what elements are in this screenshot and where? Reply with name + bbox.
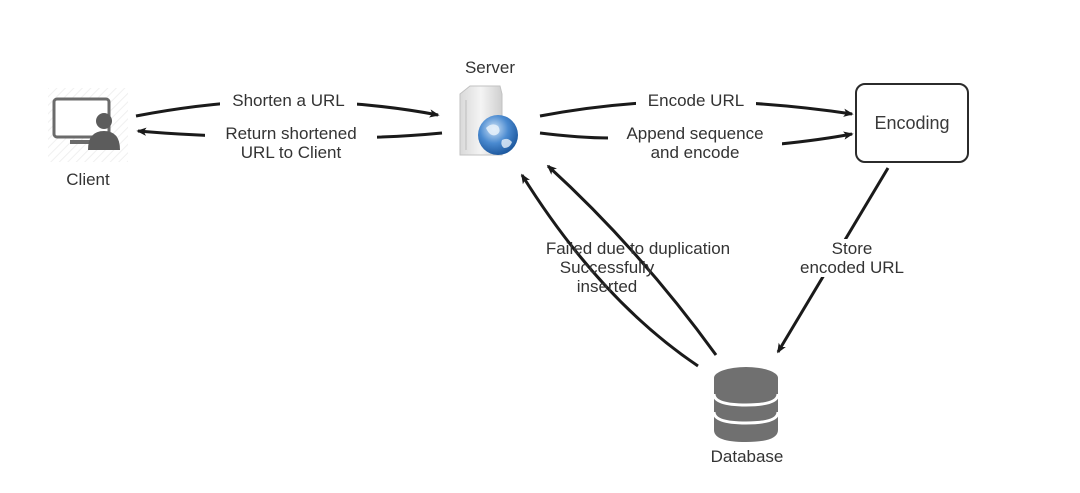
edge-label-store-line2: encoded URL <box>800 258 904 277</box>
edge-success <box>520 173 699 368</box>
server-icon <box>459 85 518 156</box>
edge-failed <box>546 164 718 356</box>
edge-label-return: Return shortened URL to Client <box>205 124 377 162</box>
database-icon <box>712 367 780 442</box>
edge-label-store-line1: Store <box>831 239 873 258</box>
edge-label-return-line1: Return shortened <box>225 124 357 143</box>
server-label: Server <box>464 58 516 77</box>
edge-label-success: Successfully inserted <box>548 258 666 296</box>
edge-label-success-line1: Successfully <box>559 258 655 277</box>
edge-label-append-line2: and encode <box>650 143 740 162</box>
edge-label-failed: Failed due to duplication <box>545 239 731 258</box>
edge-label-append-line1: Append sequence <box>626 124 764 143</box>
encoding-label: Encoding <box>874 112 950 133</box>
client-label: Client <box>66 170 110 189</box>
edge-label-encode: Encode URL <box>636 91 756 110</box>
edge-label-success-line2: inserted <box>576 277 638 296</box>
edge-label-store: Store encoded URL <box>792 239 912 277</box>
edge-label-append: Append sequence and encode <box>608 124 782 162</box>
database-label: Database <box>710 447 784 466</box>
globe-icon <box>478 115 518 155</box>
encoding-node: Encoding <box>855 83 969 163</box>
edge-label-shorten: Shorten a URL <box>220 91 357 110</box>
edge-label-return-line2: URL to Client <box>240 143 342 162</box>
client-icon <box>48 88 128 162</box>
